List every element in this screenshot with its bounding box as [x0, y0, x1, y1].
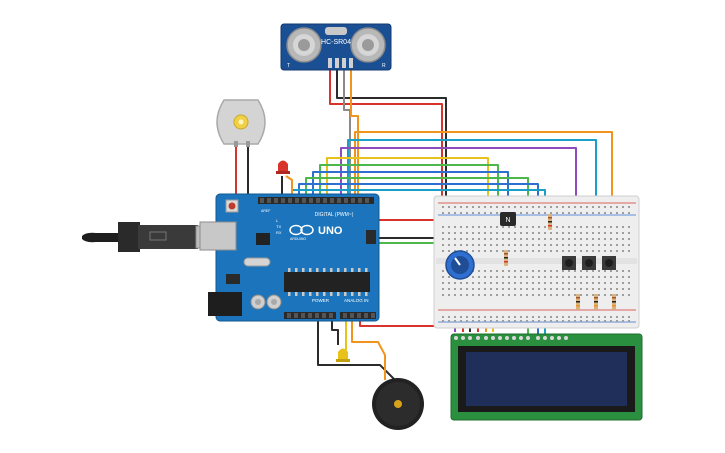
digital-label: DIGITAL (PWM~): [315, 212, 354, 218]
power-jack: [208, 292, 242, 316]
lcd-pins: [454, 336, 568, 340]
resistor-4[interactable]: [594, 294, 598, 310]
breadboard-holes: [442, 206, 630, 322]
resistor-1[interactable]: [548, 214, 552, 230]
transistor-label: N: [505, 217, 510, 224]
dc-motor[interactable]: [216, 99, 266, 147]
arduino-model-label: UNO: [318, 225, 343, 237]
piezo-buzzer[interactable]: [372, 378, 424, 430]
breadboard[interactable]: N: [433, 195, 640, 329]
wire-sensor-trig[interactable]: [336, 68, 447, 206]
potentiometer[interactable]: [445, 250, 475, 280]
rx-label: RX: [276, 230, 282, 235]
ultrasonic-sensor[interactable]: HC-SR04 T R: [280, 23, 392, 71]
wire-teal-top[interactable]: [347, 139, 597, 228]
arduino-brand-label: ARDUINO: [290, 237, 306, 241]
yellow-led[interactable]: [336, 348, 350, 363]
resistor-3[interactable]: [576, 294, 580, 310]
crystal: [243, 257, 271, 267]
wire-orange-top[interactable]: [354, 131, 613, 230]
arduino-board[interactable]: DIGITAL (PWM~) AREF TX RX L UNO ARDUINO …: [199, 193, 380, 322]
arduino-logo-icon: [289, 224, 314, 236]
red-led[interactable]: [276, 160, 290, 175]
resistor-2[interactable]: [504, 250, 508, 266]
transistor[interactable]: N: [500, 212, 516, 226]
aref-label: AREF: [261, 209, 270, 213]
pushbutton-1[interactable]: [562, 256, 576, 270]
pushbutton-2[interactable]: [582, 256, 596, 270]
wire-bottom-black[interactable]: [317, 318, 396, 381]
power-label: POWER: [312, 298, 330, 303]
wire-bottom-black2[interactable]: [331, 318, 339, 345]
usb-icon: [149, 231, 167, 241]
usb-port: [199, 221, 237, 251]
analog-label: ANALOG IN: [344, 298, 369, 303]
wire-yellow-top[interactable]: [326, 157, 489, 230]
lcd-display[interactable]: [450, 333, 643, 421]
wire-led-orange[interactable]: [285, 175, 293, 196]
sensor-model-label: HC-SR04: [321, 39, 351, 46]
sensor-t-mark: T: [287, 63, 290, 69]
atmega-chip: [284, 272, 370, 292]
lcd-screen: [466, 352, 627, 406]
buzzer-center-icon: [394, 400, 402, 408]
sensor-r-mark: R: [382, 63, 386, 69]
wire-sensor-gnd[interactable]: [350, 68, 359, 195]
tx-label: TX: [276, 224, 281, 229]
sensor-pins: [328, 58, 353, 68]
wire-sensor-echo[interactable]: [343, 68, 351, 195]
pushbutton-3[interactable]: [602, 256, 616, 270]
wire-bottom-orange[interactable]: [351, 318, 386, 380]
potentiometer-knob-icon: [454, 257, 461, 266]
resistor-5[interactable]: [612, 294, 616, 310]
l-label: L: [276, 218, 279, 223]
